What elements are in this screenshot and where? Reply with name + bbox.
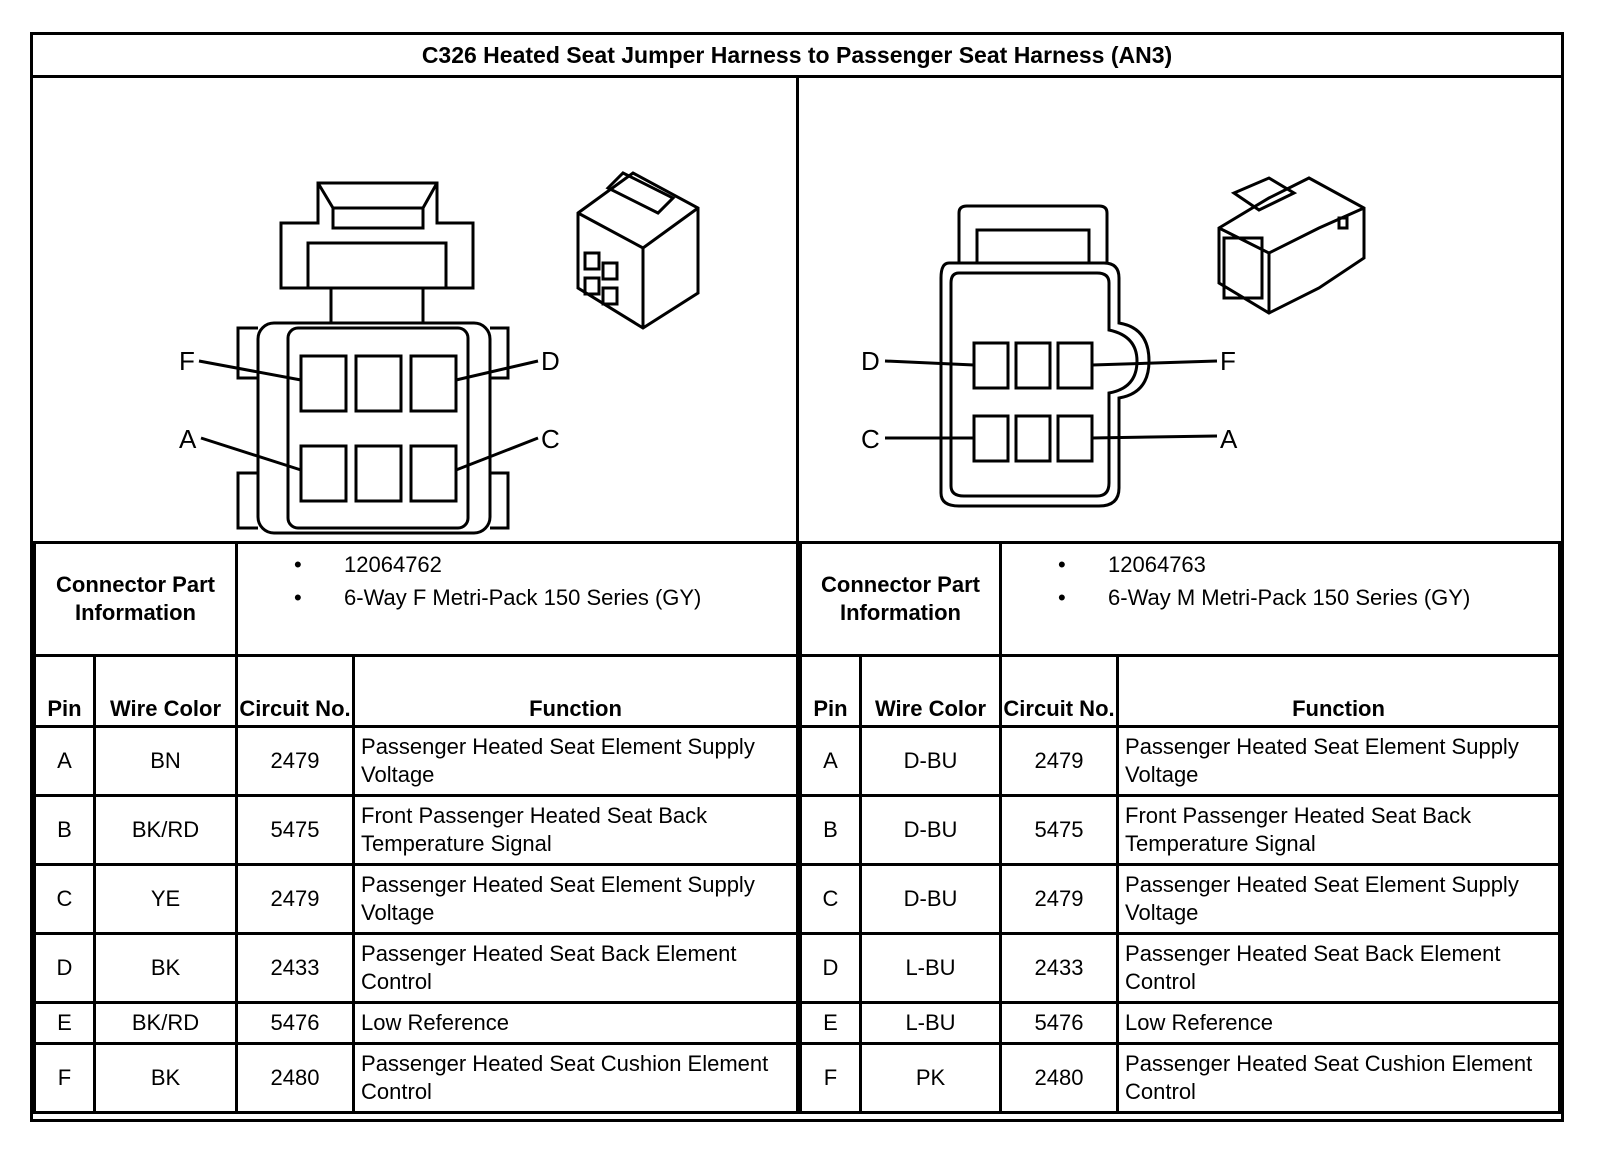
connector-sheet: C326 Heated Seat Jumper Harness to Passe… [30, 32, 1564, 1122]
function-cell: Passenger Heated Seat Element Supply Vol… [352, 725, 799, 797]
diagram-label: A [179, 424, 197, 454]
wire-color-cell: D-BU [858, 863, 1003, 935]
pin-cell: C [799, 863, 862, 935]
circuit-cell: 2479 [235, 863, 356, 935]
diagram-label: A [1220, 424, 1238, 454]
function-cell: Low Reference [1116, 1001, 1561, 1045]
function-cell: Passenger Heated Seat Element Supply Vol… [1116, 725, 1561, 797]
table-row: F BK 2480 Passenger Heated Seat Cushion … [33, 1042, 799, 1114]
pin-cell: C [33, 863, 96, 935]
male-connector-diagram-panel: D F C A [799, 78, 1561, 541]
circuit-cell: 2480 [999, 1042, 1120, 1114]
male-connector-drawing: D F C A [861, 176, 1366, 508]
diagram-label: F [1220, 346, 1236, 376]
function-cell: Passenger Heated Seat Element Supply Vol… [352, 863, 799, 935]
diagram-label: C [541, 424, 560, 454]
function-cell: Passenger Heated Seat Back Element Contr… [352, 932, 799, 1004]
pin-cell: F [799, 1042, 862, 1114]
pin-cell: D [799, 932, 862, 1004]
table-row: B D-BU 5475 Front Passenger Heated Seat … [799, 794, 1561, 866]
table-row: C D-BU 2479 Passenger Heated Seat Elemen… [799, 863, 1561, 935]
wire-color-cell: BK/RD [92, 1001, 239, 1045]
female-connector-drawing: F D A C [179, 171, 700, 535]
circuit-cell: 2480 [235, 1042, 356, 1114]
circuit-header: Circuit No. [235, 654, 356, 728]
table-header-row: Pin Wire Color Circuit No. Function [799, 654, 1561, 728]
wire-color-cell: L-BU [858, 932, 1003, 1004]
wire-color-header: Wire Color [858, 654, 1003, 728]
wire-color-cell: D-BU [858, 794, 1003, 866]
function-cell: Front Passenger Heated Seat Back Tempera… [352, 794, 799, 866]
pin-cell: D [33, 932, 96, 1004]
connector-part-label: Connector Part Information [32, 541, 239, 657]
circuit-cell: 2433 [235, 932, 356, 1004]
page-title: C326 Heated Seat Jumper Harness to Passe… [33, 35, 1561, 78]
table-row: E L-BU 5476 Low Reference [799, 1001, 1561, 1045]
wire-color-cell: BK [92, 932, 239, 1004]
wire-color-cell: BK [92, 1042, 239, 1114]
circuit-cell: 5475 [999, 794, 1120, 866]
wire-color-cell: PK [858, 1042, 1003, 1114]
part-description: 6-Way F Metri-Pack 150 Series (GY) [238, 581, 796, 614]
table-row: D L-BU 2433 Passenger Heated Seat Back E… [799, 932, 1561, 1004]
pin-cell: B [799, 794, 862, 866]
pin-cell: B [33, 794, 96, 866]
table-row: A BN 2479 Passenger Heated Seat Element … [33, 725, 799, 797]
connector-part-details: 12064762 6-Way F Metri-Pack 150 Series (… [235, 541, 799, 657]
connector-part-info-row: Connector Part Information 12064763 6-Wa… [798, 541, 1561, 657]
function-cell: Low Reference [352, 1001, 799, 1045]
part-number: 12064763 [1002, 548, 1558, 581]
pin-cell: E [799, 1001, 862, 1045]
table-row: F PK 2480 Passenger Heated Seat Cushion … [799, 1042, 1561, 1114]
circuit-cell: 2433 [999, 932, 1120, 1004]
function-cell: Passenger Heated Seat Back Element Contr… [1116, 932, 1561, 1004]
function-header: Function [1116, 654, 1561, 728]
pin-header: Pin [799, 654, 862, 728]
pin-cell: E [33, 1001, 96, 1045]
function-cell: Passenger Heated Seat Cushion Element Co… [352, 1042, 799, 1114]
table-row: E BK/RD 5476 Low Reference [33, 1001, 799, 1045]
wire-color-cell: D-BU [858, 725, 1003, 797]
female-connector-diagram-panel: F D A C [33, 78, 799, 541]
diagram-label: F [179, 346, 195, 376]
connector-part-label: Connector Part Information [798, 541, 1003, 657]
wire-color-cell: BK/RD [92, 794, 239, 866]
circuit-cell: 5476 [999, 1001, 1120, 1045]
circuit-cell: 2479 [999, 863, 1120, 935]
function-header: Function [352, 654, 799, 728]
part-description: 6-Way M Metri-Pack 150 Series (GY) [1002, 581, 1558, 614]
circuit-cell: 5476 [235, 1001, 356, 1045]
table-row: A D-BU 2479 Passenger Heated Seat Elemen… [799, 725, 1561, 797]
pin-cell: F [33, 1042, 96, 1114]
wire-color-cell: L-BU [858, 1001, 1003, 1045]
circuit-cell: 2479 [999, 725, 1120, 797]
circuit-header: Circuit No. [999, 654, 1120, 728]
diagram-label: D [541, 346, 560, 376]
function-cell: Passenger Heated Seat Element Supply Vol… [1116, 863, 1561, 935]
female-connector-pinout-table: Connector Part Information 12064762 6-Wa… [32, 541, 799, 1114]
connector-part-details: 12064763 6-Way M Metri-Pack 150 Series (… [999, 541, 1561, 657]
table-row: D BK 2433 Passenger Heated Seat Back Ele… [33, 932, 799, 1004]
circuit-cell: 2479 [235, 725, 356, 797]
pin-cell: A [799, 725, 862, 797]
diagram-label: D [861, 346, 880, 376]
function-cell: Front Passenger Heated Seat Back Tempera… [1116, 794, 1561, 866]
wire-color-cell: BN [92, 725, 239, 797]
circuit-cell: 5475 [235, 794, 356, 866]
table-row: B BK/RD 5475 Front Passenger Heated Seat… [33, 794, 799, 866]
pin-header: Pin [33, 654, 96, 728]
connector-part-info-row: Connector Part Information 12064762 6-Wa… [32, 541, 799, 657]
male-connector-pinout-table: Connector Part Information 12064763 6-Wa… [798, 541, 1561, 1114]
diagram-label: C [861, 424, 880, 454]
function-cell: Passenger Heated Seat Cushion Element Co… [1116, 1042, 1561, 1114]
wire-color-cell: YE [92, 863, 239, 935]
table-header-row: Pin Wire Color Circuit No. Function [33, 654, 799, 728]
pin-cell: A [33, 725, 96, 797]
table-row: C YE 2479 Passenger Heated Seat Element … [33, 863, 799, 935]
part-number: 12064762 [238, 548, 796, 581]
wire-color-header: Wire Color [92, 654, 239, 728]
